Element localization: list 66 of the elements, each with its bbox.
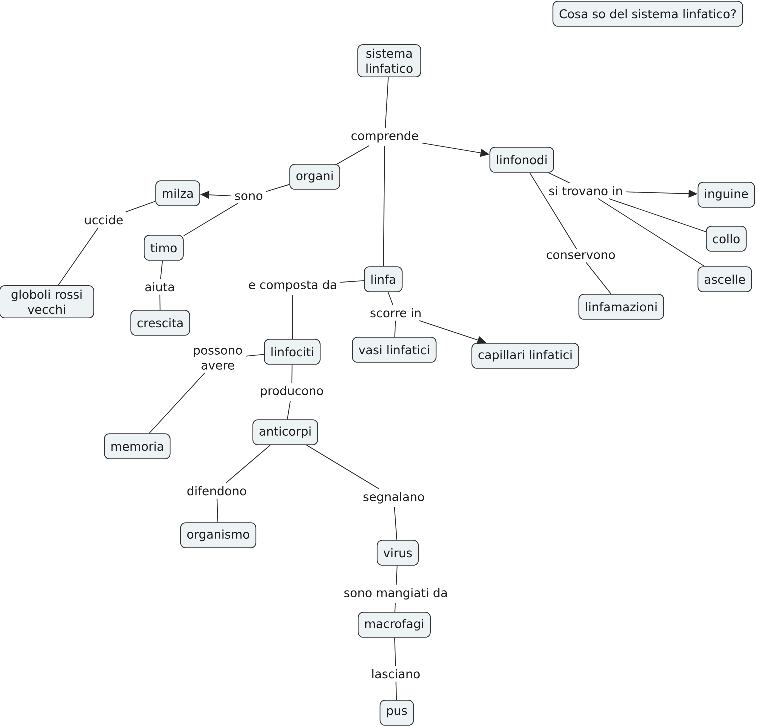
concept-box: virus: [377, 540, 420, 566]
concept-box: inguine: [698, 182, 756, 208]
concept-box: organismo: [180, 522, 257, 548]
connector-line: [184, 203, 238, 236]
connector-line: [548, 172, 570, 184]
concept-box: timo: [144, 235, 184, 261]
linking-phrase: segnalano: [364, 492, 424, 504]
connector-line: [292, 294, 294, 340]
connector-line: [530, 172, 578, 250]
connector-line: [266, 184, 290, 192]
linking-phrase: e composta da: [249, 280, 336, 292]
linking-phrase: scorre in: [370, 308, 421, 318]
connector-line: [287, 400, 291, 420]
connector-line: [216, 498, 218, 523]
connector-line: [396, 681, 398, 700]
linking-phrase: sono mangiati da: [344, 588, 447, 600]
connector-line: [383, 146, 386, 267]
connector-line: [126, 201, 156, 213]
connector-line: [148, 372, 206, 434]
connector-line: [394, 638, 396, 667]
linking-phrase: aiuta: [146, 282, 174, 292]
concept-box: linfonodi: [490, 147, 554, 173]
connector-line: [340, 280, 365, 283]
concept-box: organi: [290, 164, 340, 190]
connector-line: [337, 146, 370, 164]
concept-box: pus: [380, 700, 414, 726]
connector-line: [160, 260, 164, 280]
concept-box: linfamazioni: [578, 294, 664, 320]
connector-line: [394, 320, 396, 338]
connector-line: [58, 227, 99, 286]
concept-box: crescita: [130, 310, 190, 336]
linking-phrase: lasciano: [372, 669, 420, 679]
linking-phrase: uccide: [85, 215, 123, 225]
linking-phrase: conservono: [546, 252, 616, 260]
linking-phrase: difendono: [188, 486, 246, 496]
concept-box: milza: [156, 180, 200, 206]
title-box: Cosa so del sistema linfatico?: [552, 1, 744, 27]
connector-line: [388, 292, 394, 306]
concept-box: vasi linfatici: [352, 337, 437, 363]
connector-line: [226, 445, 271, 484]
concept-box: ascelle: [698, 266, 752, 292]
concept-box: globoli rossi vecchi: [0, 285, 94, 319]
concept-box: macrofagi: [358, 612, 431, 638]
concept-box: capillari linfatici: [472, 343, 580, 369]
concept-box: linfa: [364, 266, 403, 292]
concept-box: sistema linfatico: [358, 44, 422, 78]
connector-line: [246, 354, 265, 357]
concept-box: collo: [706, 226, 747, 252]
linking-phrase: si trovano in: [550, 186, 622, 196]
linking-phrase: sono: [235, 194, 263, 200]
connector-line: [292, 364, 293, 384]
connector-line: [160, 294, 161, 310]
linking-phrase: comprende: [352, 131, 418, 143]
connector-line: [608, 198, 707, 232]
connector-line: [396, 566, 398, 586]
linking-phrase: producono: [261, 386, 324, 398]
connector-line: [394, 602, 396, 612]
concept-box: linfociti: [264, 339, 321, 365]
concept-box: anticorpi: [252, 420, 318, 446]
linking-phrase: possono avere: [194, 348, 242, 370]
connector-line: [586, 262, 612, 294]
connector-line: [306, 445, 380, 490]
connector-line: [598, 198, 706, 267]
concept-box: memoria: [104, 434, 171, 460]
connector-line: [394, 506, 398, 540]
connector-line: [385, 77, 389, 128]
